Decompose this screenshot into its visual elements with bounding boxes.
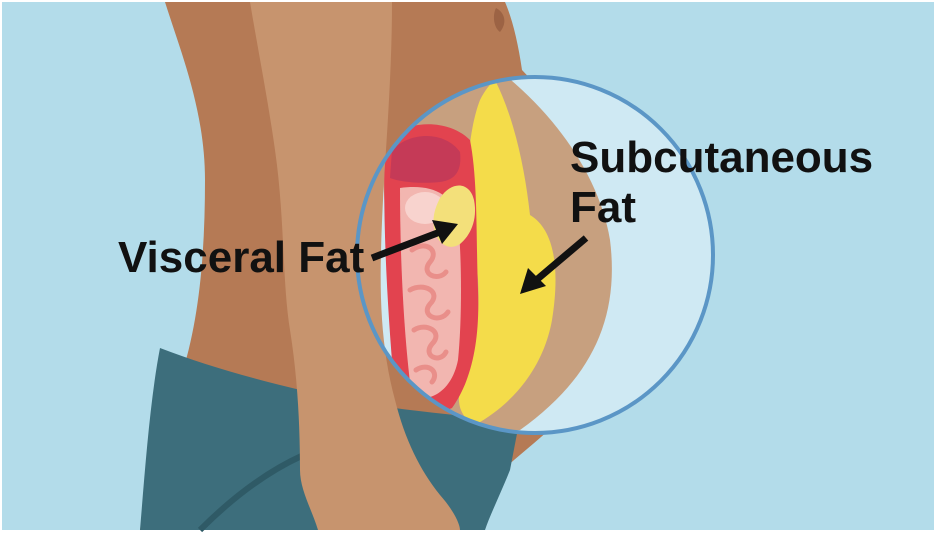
subcutaneous-fat-label-line2: Fat	[570, 183, 636, 232]
visceral-fat-label: Visceral Fat	[118, 233, 365, 282]
subcutaneous-fat-label-line1: Subcutaneous	[570, 133, 873, 182]
subcutaneous-arrow	[520, 235, 589, 294]
arm	[250, 2, 460, 530]
subcutaneous-fat	[458, 80, 556, 425]
nipple-mark	[493, 8, 505, 32]
intestine-coils	[407, 243, 451, 385]
cross-section	[357, 77, 713, 433]
magnifier-lens	[355, 75, 715, 435]
upper-organ	[390, 135, 461, 183]
visceral-arrow	[370, 220, 458, 262]
